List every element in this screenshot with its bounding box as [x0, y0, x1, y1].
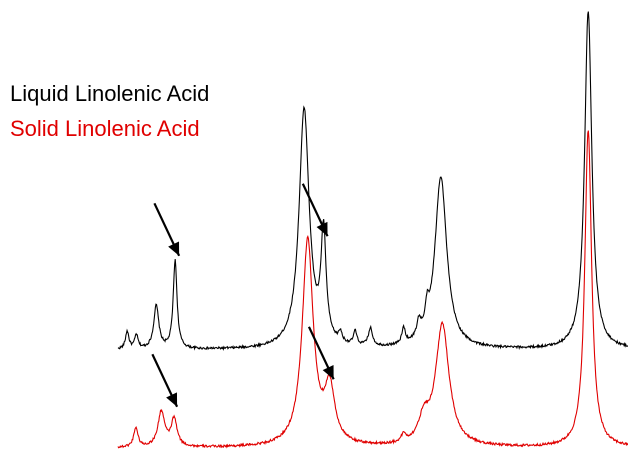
- legend-entry-solid: Solid Linolenic Acid: [10, 116, 200, 141]
- spectrum-series-0: [117, 11, 628, 352]
- legend: Liquid Linolenic Acid Solid Linolenic Ac…: [10, 81, 209, 141]
- spectrum-series-1: [117, 130, 628, 449]
- peak-arrows: [151, 183, 335, 408]
- peak-arrow-head: [166, 392, 178, 407]
- peak-arrow-head: [168, 241, 180, 256]
- peak-arrow: [153, 202, 181, 257]
- peak-arrow-head: [316, 221, 328, 237]
- peak-arrow: [301, 183, 329, 237]
- spectrum-lines: [117, 11, 628, 449]
- peak-arrow: [307, 326, 335, 380]
- peak-arrow-head: [322, 364, 334, 380]
- legend-entry-liquid: Liquid Linolenic Acid: [10, 81, 209, 106]
- peak-arrow: [151, 353, 179, 408]
